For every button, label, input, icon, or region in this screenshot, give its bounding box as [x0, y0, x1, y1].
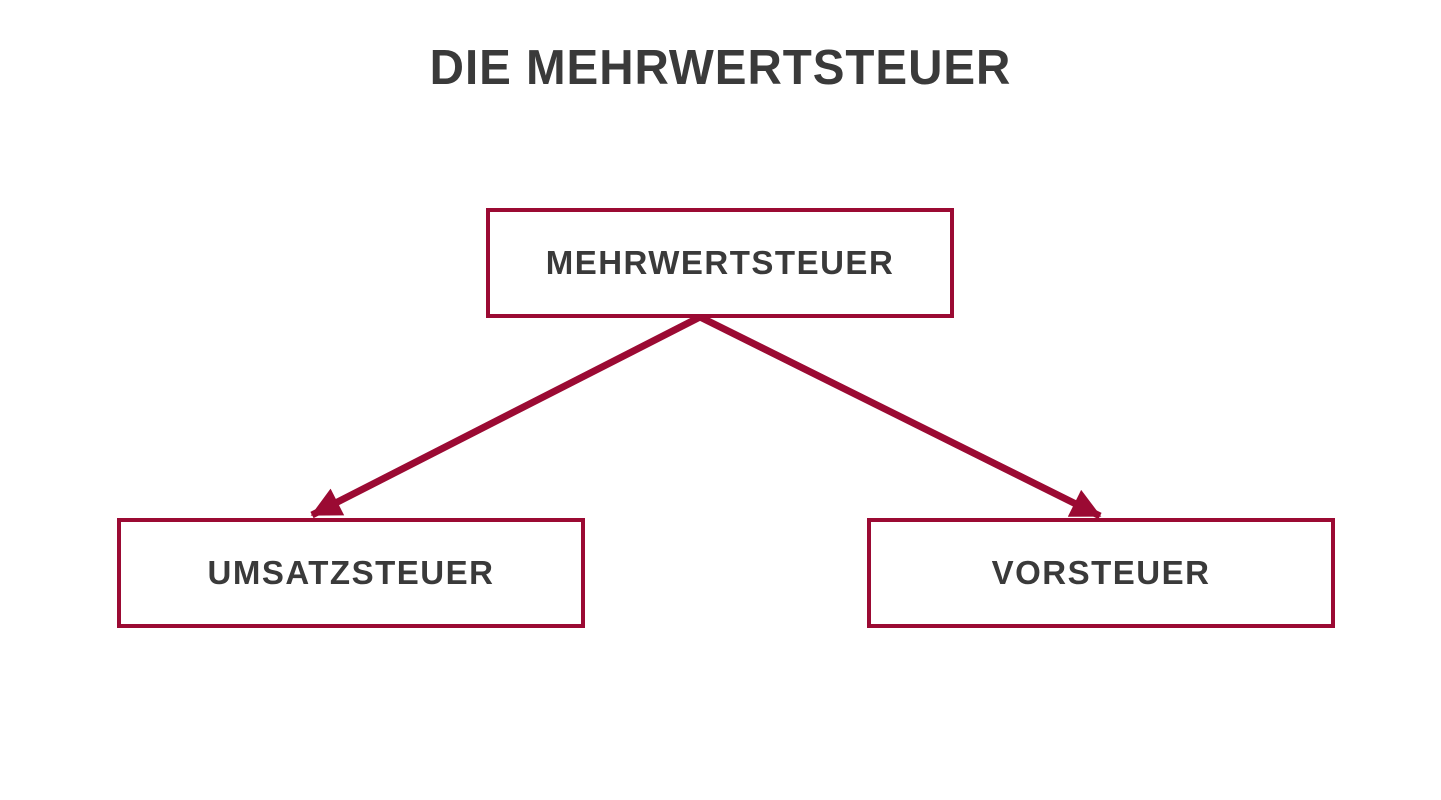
node-vorsteuer-label: VORSTEUER [991, 554, 1211, 591]
node-mehrwertsteuer-label: MEHRWERTSTEUER [545, 244, 895, 281]
node-umsatzsteuer: UMSATZSTEUER [117, 518, 585, 628]
node-vorsteuer: VORSTEUER [867, 518, 1335, 628]
page-title: DIE MEHRWERTSTEUER [429, 41, 1012, 95]
node-mehrwertsteuer: MEHRWERTSTEUER [486, 208, 954, 318]
arrow-to-umsatzsteuer [310, 313, 702, 519]
node-umsatzsteuer-label: UMSATZSTEUER [207, 554, 495, 591]
arrow-to-vorsteuer [698, 313, 1102, 520]
